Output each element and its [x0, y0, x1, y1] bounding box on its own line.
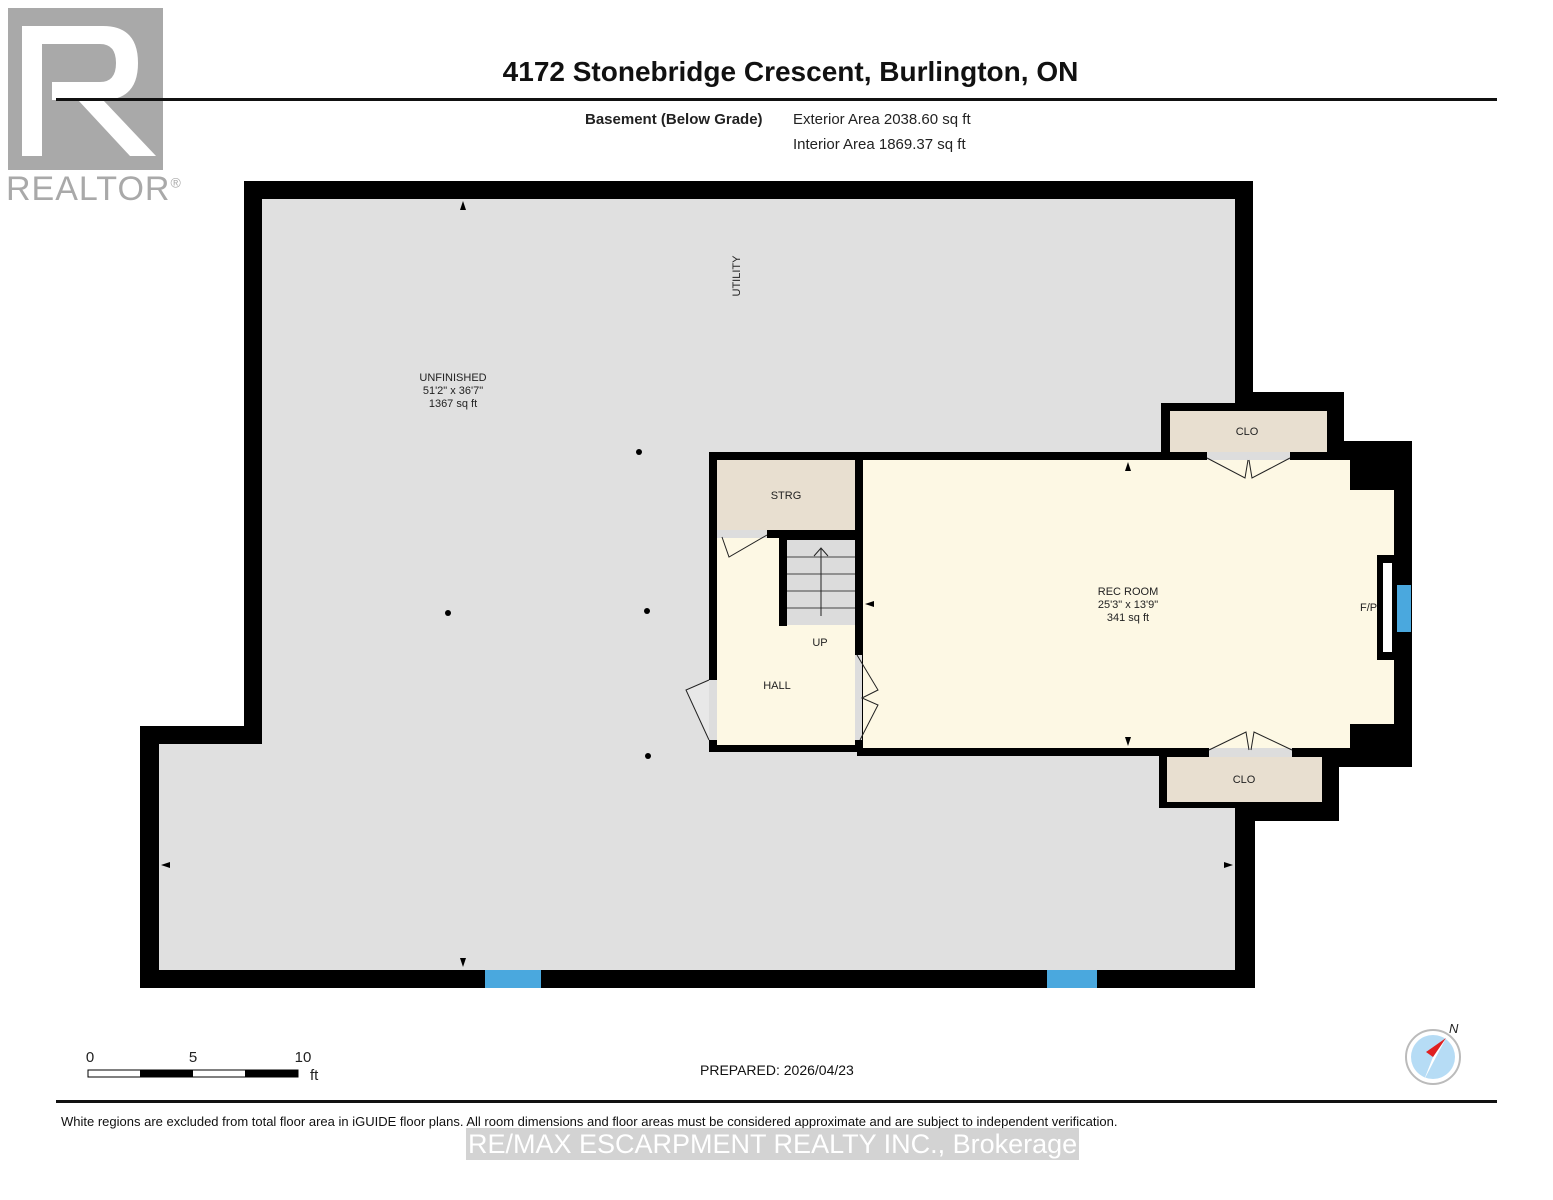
window	[1047, 970, 1097, 988]
rec-room-dims: 25'3" x 13'9"	[1098, 599, 1158, 611]
fireplace-label: F/P	[1360, 602, 1377, 614]
page-title: 4172 Stonebridge Crescent, Burlington, O…	[0, 56, 1553, 88]
door-opening	[709, 680, 717, 740]
support-column	[636, 449, 642, 455]
closet-bottom	[1167, 757, 1322, 802]
wall-notch	[1350, 724, 1394, 748]
closet-door-opening	[1209, 748, 1292, 757]
realtor-logo	[8, 8, 163, 170]
prepared-date: PREPARED: 2026/04/23	[700, 1062, 854, 1078]
door-opening	[717, 530, 767, 538]
support-column	[645, 753, 651, 759]
rec-room-door[interactable]	[856, 654, 879, 741]
closet-bottom-label: CLO	[1233, 774, 1256, 786]
window	[1397, 585, 1411, 632]
window	[485, 970, 541, 988]
exterior-area: Exterior Area 2038.60 sq ft	[793, 111, 971, 128]
fireplace-insert	[1383, 563, 1392, 652]
realtor-r-mark	[22, 26, 156, 156]
scale-bar: 0 5 10 ft	[86, 1049, 319, 1084]
utility-label: UTILITY	[731, 255, 743, 297]
rec-room-area: 341 sq ft	[1107, 612, 1149, 624]
header-divider	[56, 98, 1497, 101]
floor-label: Basement (Below Grade)	[585, 111, 763, 128]
scale-tick: 10	[295, 1049, 312, 1066]
compass-icon: N	[1405, 1021, 1461, 1085]
storage-door[interactable]	[721, 534, 768, 558]
unfinished-label: UNFINISHED	[419, 372, 486, 384]
registered-mark: ®	[170, 174, 182, 191]
brokerage-watermark: RE/MAX ESCARPMENT REALTY INC., Brokerage	[466, 1128, 1080, 1160]
scale-tick: 0	[86, 1049, 94, 1066]
compass-north-label: N	[1449, 1021, 1459, 1036]
interior-area: Interior Area 1869.37 sq ft	[793, 136, 966, 153]
rec-room	[863, 460, 1394, 748]
support-column	[445, 610, 451, 616]
unfinished-area	[159, 199, 1235, 970]
door-opening	[855, 655, 862, 740]
stair-wall	[779, 530, 855, 540]
closet-top	[1170, 411, 1327, 452]
stair-wall	[779, 530, 787, 626]
footer-divider	[56, 1100, 1497, 1103]
strg-label: STRG	[771, 490, 802, 502]
unfinished-dims: 51'2" x 36'7"	[423, 385, 483, 397]
closet-top-label: CLO	[1236, 426, 1259, 438]
unfinished-area-text: 1367 sq ft	[429, 398, 477, 410]
hall-label: HALL	[763, 680, 791, 692]
disclaimer: White regions are excluded from total fl…	[61, 1114, 1118, 1129]
stairs[interactable]	[787, 540, 855, 625]
address: 4172 Stonebridge Crescent, Burlington, O…	[502, 56, 1079, 87]
closet-door[interactable]	[1206, 457, 1291, 479]
scale-tick: 5	[189, 1049, 197, 1066]
stairs-up-arrow	[813, 547, 829, 616]
rec-room-label: REC ROOM	[1098, 586, 1159, 598]
hall-door[interactable]	[685, 679, 710, 741]
wall-notch	[1350, 460, 1394, 490]
realtor-text: REALTOR	[6, 170, 171, 208]
scale-unit: ft	[310, 1067, 319, 1084]
dimension-markers	[161, 201, 1233, 967]
realtor-wordmark: REALTOR®	[6, 170, 182, 209]
support-column	[644, 608, 650, 614]
storage-room	[717, 460, 855, 530]
closet-door-opening	[1207, 452, 1290, 460]
closet-door[interactable]	[1208, 731, 1293, 751]
stairs-up-label: UP	[812, 637, 827, 649]
